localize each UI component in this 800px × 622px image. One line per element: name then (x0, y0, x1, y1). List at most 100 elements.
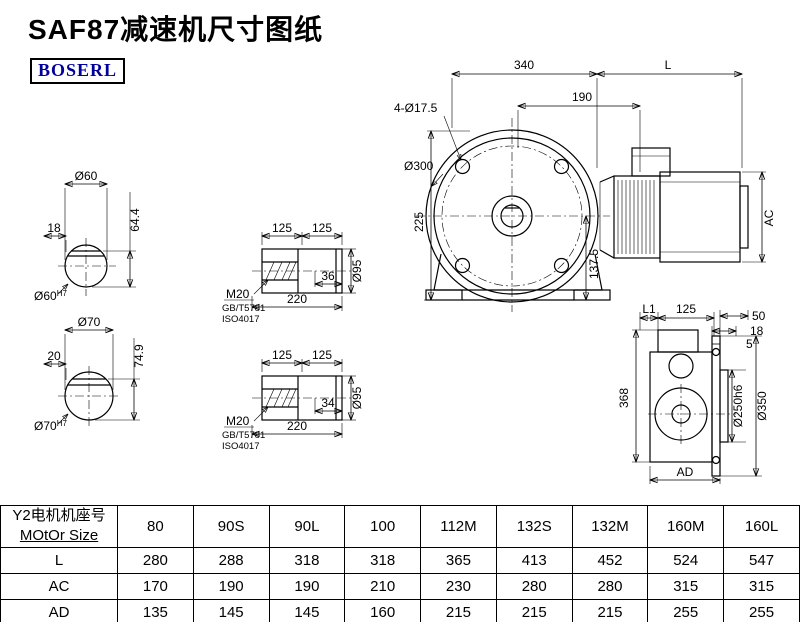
table-row-L: L 280 288 318 318 365 413 452 524 547 (0, 546, 800, 574)
dim-front-height2: 137.5 (587, 249, 601, 279)
dim-shaft70-dia: Ø70 (78, 315, 101, 329)
dim-shaft60-bore: Ø60H7 (34, 289, 67, 303)
cell-L-5: 413 (495, 546, 573, 574)
dim-dbot-depth: 34 (321, 396, 335, 410)
dimension-table-wrap: Y2电机机座号 MOtOr Size 80 90S 90L 100 112M 1… (0, 505, 800, 622)
dim-bolt-holes: 4-Ø17.5 (394, 101, 438, 115)
dim-side-ad: AD (677, 465, 694, 479)
cell-AC-7: 315 (647, 572, 725, 600)
table-row-AC: AC 170 190 190 210 230 280 280 315 315 (0, 572, 800, 600)
flange-outline (425, 129, 599, 303)
dim-side-125: 125 (676, 302, 696, 316)
dim-dbot-thread: M20 (226, 414, 250, 428)
frame-size-col-160l: 160L (723, 505, 800, 548)
cell-AC-2: 190 (268, 572, 346, 600)
hollow-bore (500, 204, 524, 228)
dim-hub-dia: Ø250h6 (731, 384, 745, 427)
motor-size-header-cell: Y2电机机座号 MOtOr Size (0, 505, 118, 548)
page-title: SAF87减速机尺寸图纸 (28, 14, 324, 45)
shaft-detail-top: 125 125 36 220 M20 GB/T5781 ISO4017 Ø95 (222, 221, 364, 325)
cell-AC-0: 170 (117, 572, 194, 600)
dim-front-offset: 190 (572, 90, 592, 104)
bolt-hole (454, 257, 471, 274)
shaft-end-view-70: Ø70 20 74.9 Ø70H7 (34, 315, 146, 433)
dim-dtop-depth: 36 (321, 269, 335, 283)
foot-right (573, 289, 611, 301)
cell-AC-3: 210 (344, 572, 422, 600)
frame-size-col-90l: 90L (268, 505, 346, 548)
dim-shaft70-bore: Ø70H7 (34, 419, 67, 433)
frame-size-col-80: 80 (117, 505, 194, 548)
dim-dbot-seg1: 125 (272, 348, 292, 362)
dim-side-height: 368 (617, 388, 631, 408)
cell-L-8: 547 (723, 546, 800, 574)
cad-drawing: Ø60 18 64.4 Ø60H7 Ø70 20 74.9 Ø70H7 (34, 58, 776, 484)
dim-side-5: 5 (746, 337, 753, 351)
dimension-table: Y2电机机座号 MOtOr Size 80 90S 90L 100 112M 1… (0, 505, 800, 622)
dim-dbot-dia: Ø95 (350, 386, 364, 409)
frame-size-col-112m: 112M (420, 505, 497, 548)
side-view: L1 125 50 18 5 368 Ø250h6 Ø350 AD (617, 302, 769, 484)
cell-AD-2: 145 (268, 598, 346, 622)
table-header-row: Y2电机机座号 MOtOr Size 80 90S 90L 100 112M 1… (0, 505, 800, 548)
cell-AC-5: 280 (495, 572, 573, 600)
cell-AC-8: 315 (723, 572, 800, 600)
brand-text: BOSERL (38, 60, 118, 80)
bore70-tol: H7 (57, 419, 68, 428)
dim-side-flange-dia: Ø350 (755, 391, 769, 421)
frame-size-col-160m: 160M (647, 505, 725, 548)
output-hub (719, 369, 729, 443)
cell-AD-8: 255 (723, 598, 800, 622)
row-label-L: L (0, 546, 118, 574)
motor-endcap (739, 185, 749, 249)
cell-AD-6: 215 (571, 598, 649, 622)
dim-shaft60-dia: Ø60 (75, 169, 98, 183)
dim-side-50: 50 (752, 309, 766, 323)
dim-motor-ac: AC (762, 209, 776, 226)
dim-shaft60-height: 64.4 (128, 208, 142, 232)
dim-front-height1: 225 (412, 212, 426, 232)
dim-front-width: 340 (514, 58, 534, 72)
dim-motor-length: L (665, 58, 672, 72)
output-flange (711, 335, 721, 477)
frame-size-col-132m: 132M (571, 505, 649, 548)
dbot-standard2: ISO4017 (222, 441, 260, 452)
cell-L-1: 288 (192, 546, 270, 574)
bore70-value: Ø70 (34, 419, 57, 433)
cell-L-6: 452 (571, 546, 649, 574)
bore60-value: Ø60 (34, 289, 57, 303)
dim-dbot-seg2: 125 (312, 348, 332, 362)
frame-size-col-132s: 132S (495, 505, 573, 548)
front-view: 340 L 190 4-Ø17.5 Ø300 225 137.5 AC (394, 58, 776, 312)
cell-AD-0: 135 (117, 598, 194, 622)
dim-shaft70-key: 20 (47, 349, 61, 363)
dim-shaft70-height: 74.9 (132, 344, 146, 368)
dim-flange-dia: Ø300 (404, 159, 434, 173)
cell-AC-1: 190 (192, 572, 270, 600)
dim-side-l1: L1 (642, 302, 656, 316)
bolt-hole (454, 158, 471, 175)
cell-AC-6: 280 (571, 572, 649, 600)
brand-logo: BOSERL (30, 58, 126, 84)
dtop-standard1: GB/T5781 (222, 303, 265, 314)
cell-L-7: 524 (647, 546, 725, 574)
dim-side-18: 18 (750, 324, 764, 338)
shaft-end-view-60: Ø60 18 64.4 Ø60H7 (34, 169, 142, 303)
cell-L-2: 318 (268, 546, 346, 574)
cell-L-4: 365 (420, 546, 497, 574)
cell-AD-4: 215 (420, 598, 497, 622)
cell-AD-3: 160 (344, 598, 422, 622)
dtop-standard2: ISO4017 (222, 314, 260, 325)
dim-dtop-dia: Ø95 (350, 259, 364, 282)
dim-dtop-total: 220 (287, 292, 307, 306)
dim-dtop-seg2: 125 (312, 221, 332, 235)
housing-base (433, 253, 603, 291)
cell-AD-5: 215 (495, 598, 573, 622)
side-top-block (657, 329, 699, 353)
row-label-AC: AC (0, 572, 118, 600)
motor-size-header-en: MOtOr Size (19, 527, 99, 545)
bolt-hole (553, 257, 570, 274)
cell-L-3: 318 (344, 546, 422, 574)
foot-left (425, 289, 463, 301)
cell-AC-4: 230 (420, 572, 497, 600)
